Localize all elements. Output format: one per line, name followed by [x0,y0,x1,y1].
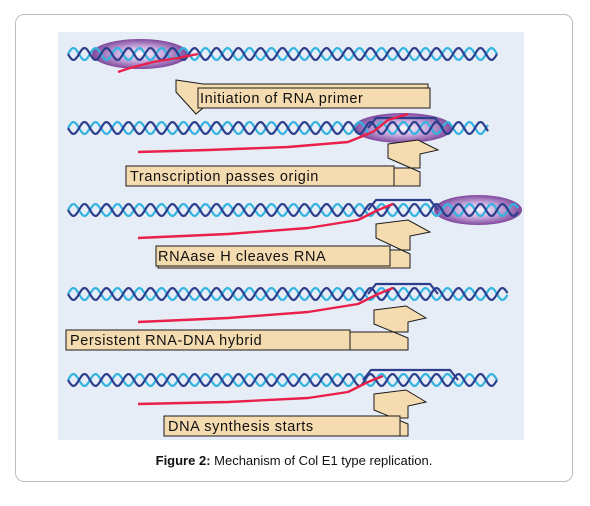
step-label: Persistent RNA-DNA hybrid [70,333,262,349]
dna-strand-dark [67,46,498,62]
step-row-1: Initiation of RNA primer [67,39,498,115]
step-label: RNAase H cleaves RNA [158,249,326,265]
step-row-5: DNA synthesis starts [67,368,498,437]
step-label-box [65,329,351,351]
step-row-4: Persistent RNA-DNA hybrid [65,282,509,351]
rna-polymerase [92,39,188,69]
step-label-box [155,245,391,267]
dna-strand-light [67,120,489,136]
dna-strand-dark [67,202,519,218]
dna-strand-dark [67,120,489,136]
caption-label: Figure 2: [155,453,211,468]
rna-polymerase [434,195,522,225]
caption-text: Mechanism of Col E1 type replication. [210,453,433,468]
rna-strand [137,202,394,240]
step-label: Initiation of RNA primer [200,91,364,107]
rna-polymerase [353,113,453,143]
step-row-3: RNAase H cleaves RNA [67,195,522,269]
rna-strand [117,52,199,74]
displaced-strand [367,198,439,211]
displaced-strand [367,116,444,129]
dna-strand-light [67,202,519,218]
rna-strand [137,374,384,406]
rna-strand [137,286,394,324]
dna-strand-light [67,46,498,62]
rna-strand [137,112,409,154]
step-label-box [125,165,395,187]
dna-strand-dark [67,372,498,388]
step-label: Transcription passes origin [130,169,319,185]
dna-strand-light [67,372,498,388]
dna-strand-dark [67,286,509,302]
step-row-2: Transcription passes origin [67,112,489,187]
step-label-box [197,87,431,109]
step-label-box [163,415,401,437]
displaced-strand [367,282,439,295]
figure-caption: Figure 2: Mechanism of Col E1 type repli… [15,453,573,468]
displaced-strand [362,368,459,381]
step-label: DNA synthesis starts [168,419,314,435]
